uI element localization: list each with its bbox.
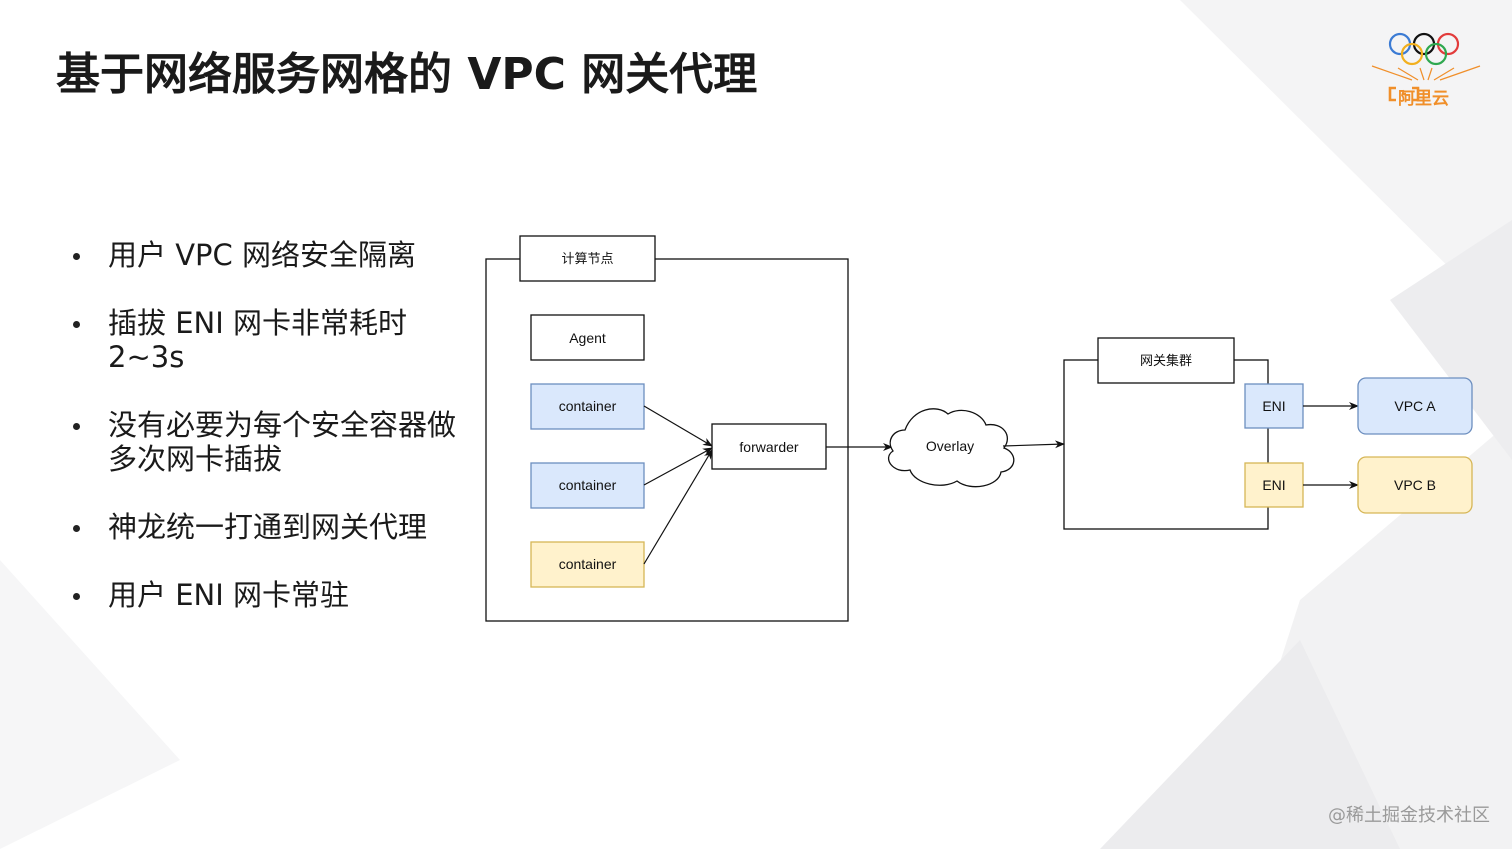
vpc-a-label: VPC A [1394, 398, 1436, 414]
brand-logo-text: 阿里云 [1398, 89, 1449, 109]
overlay-cloud [887, 408, 1015, 488]
edge-container3-forwarder [643, 449, 713, 565]
edge-container2-forwarder [643, 447, 713, 486]
forwarder-box [711, 423, 827, 470]
eni-box-2 [1244, 462, 1304, 508]
bullet-list: 用户 VPC 网络安全隔离 插拔 ENI 网卡非常耗时 2~3s 没有必要为每个… [68, 238, 468, 646]
brand-logo-icon [1371, 32, 1481, 102]
container-box-2 [530, 462, 645, 509]
gateway-cluster-header [1097, 337, 1235, 384]
compute-node-frame [485, 258, 849, 622]
compute-node-header [519, 235, 656, 282]
edge-container1-forwarder [643, 405, 713, 447]
compute-node-label: 计算节点 [561, 251, 613, 266]
eni-label-2: ENI [1262, 477, 1285, 493]
container-label-1: container [559, 398, 617, 414]
bullet-item: 插拔 ENI 网卡非常耗时 2~3s [68, 306, 468, 374]
bullet-item: 用户 VPC 网络安全隔离 [68, 238, 468, 272]
bullet-item: 用户 ENI 网卡常驻 [68, 578, 468, 612]
gateway-cluster-frame [1063, 359, 1269, 530]
edge-overlay-gateway [1002, 440, 1065, 449]
vpc-b-box [1357, 456, 1473, 514]
bullet-item: 没有必要为每个安全容器做 多次网卡插拔 [68, 408, 468, 476]
container-box-1 [530, 383, 645, 430]
vpc-a-box [1357, 377, 1473, 435]
forwarder-label: forwarder [739, 439, 798, 455]
slide-title: 基于网络服务网格的 VPC 网关代理 [56, 49, 758, 100]
watermark: @稀土掘金技术社区 [1328, 805, 1490, 826]
vpc-b-label: VPC B [1394, 477, 1436, 493]
bullet-item: 神龙统一打通到网关代理 [68, 510, 468, 544]
overlay-label: Overlay [926, 438, 974, 454]
container-label-3: container [559, 556, 617, 572]
agent-box [530, 314, 645, 361]
eni-box-1 [1244, 383, 1304, 429]
agent-label: Agent [569, 330, 606, 346]
container-box-3 [530, 541, 645, 588]
gateway-cluster-label: 网关集群 [1140, 353, 1192, 368]
container-label-2: container [559, 477, 617, 493]
eni-label-1: ENI [1262, 398, 1285, 414]
